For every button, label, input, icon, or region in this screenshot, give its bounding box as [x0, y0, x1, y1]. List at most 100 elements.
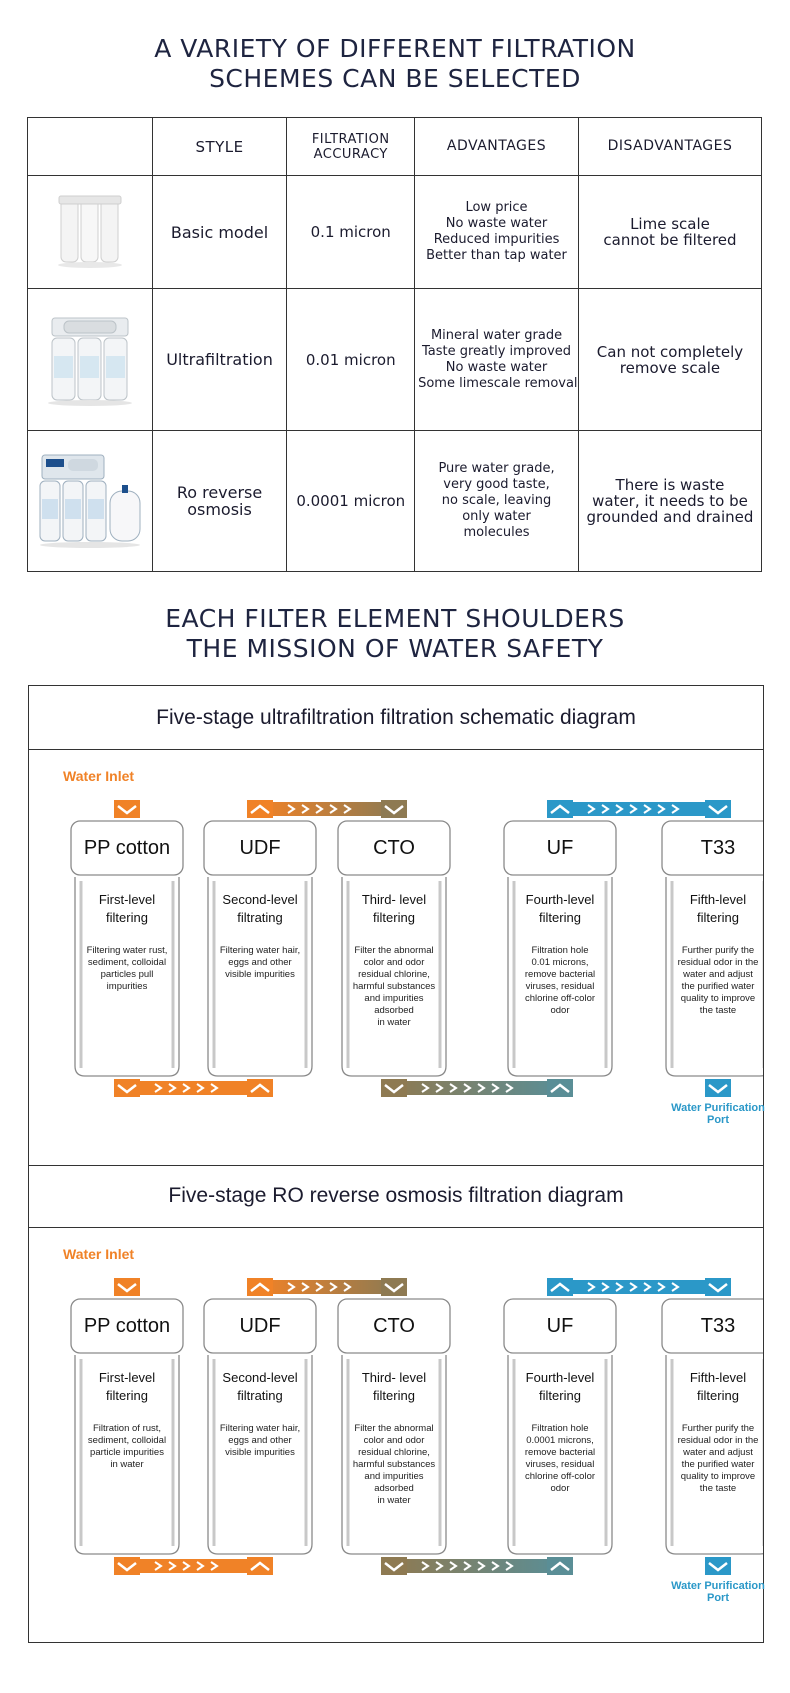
filter-level-line: filtering	[373, 1388, 415, 1403]
product-image-basic	[27, 175, 153, 290]
filter-description-line: residual chlorine,	[358, 969, 430, 980]
adv-line: Some limescale removal	[418, 375, 578, 391]
style-cell: Basic model	[151, 175, 288, 290]
filter-description-line: visible impurities	[225, 1447, 295, 1458]
adv-line: Taste greatly improved	[421, 343, 572, 359]
filter-description-line: 0.0001 microns,	[526, 1435, 594, 1446]
filter-description-line: and impurities	[364, 993, 424, 1004]
filter-description-line: Further purify the	[681, 945, 755, 956]
filter-level-line: filtering	[106, 910, 148, 925]
filter-description-line: Filtration of rust,	[92, 1423, 162, 1434]
filter-description-line: harmful substances	[352, 1459, 436, 1470]
table-header-row: STYLE FILTRATION ACCURACY ADVANTAGES DIS…	[27, 116, 763, 177]
dis-line: Lime scale	[630, 215, 710, 234]
filter-description-line: remove bacterial	[524, 1447, 596, 1458]
header-style: STYLE	[151, 116, 288, 177]
water-inlet-label: Water Inlet	[63, 1246, 135, 1262]
adv-line: Pure water grade,	[438, 460, 555, 476]
port-label-line: Port	[707, 1592, 729, 1604]
filter-description-line: sediment, colloidal	[87, 1435, 167, 1446]
disadvantages-cell: Lime scale cannot be filtered	[577, 175, 763, 290]
table-row: Ro reverse osmosis 0.0001 micron Pure wa…	[27, 429, 763, 573]
filter-description-line: visible impurities	[225, 969, 295, 980]
filter-name: CTO	[373, 837, 415, 859]
filter-level-line: filtering	[697, 910, 739, 925]
filter-level-line: Fifth-level	[689, 892, 747, 907]
filter-description-line: color and odor	[363, 1435, 425, 1446]
filter-description-line: viruses, residual	[525, 1459, 595, 1470]
adv-line: only water	[462, 508, 531, 524]
filter-level: Fifth-level filtering	[662, 891, 774, 927]
title-line: EACH FILTER ELEMENT SHOULDERS	[165, 604, 625, 633]
filter-description-line: adsorbed	[374, 1483, 414, 1494]
style-cell: Ro reverse osmosis	[151, 429, 288, 573]
filter-name: T33	[700, 837, 736, 859]
filter-description-line: eggs and other	[228, 957, 292, 968]
section-title-schemes: A VARIETY OF DIFFERENT FILTRATION SCHEME…	[0, 34, 790, 94]
header-image-cell	[27, 116, 153, 177]
header-accuracy: FILTRATION ACCURACY	[286, 116, 416, 177]
disadvantages-cell: There is waste water, it needs to be gro…	[577, 429, 763, 573]
table-row: Basic model 0.1 micron Low price No wast…	[27, 175, 763, 290]
filter-description-line: residual chlorine,	[358, 1447, 430, 1458]
adv-line: Reduced impurities	[433, 232, 560, 248]
filter-description: Filtering water rust,sediment, colloidal…	[75, 945, 179, 993]
filter-description-line: chlorine off-color	[524, 993, 596, 1004]
accuracy-cell: 0.01 micron	[286, 288, 416, 431]
filter-level: Second-level filtrating	[204, 891, 316, 927]
filter-level: Fourth-level filtering	[504, 891, 616, 927]
advantages-cell: Mineral water grade Taste greatly improv…	[414, 288, 579, 431]
advantages-cell: Pure water grade, very good taste, no sc…	[414, 429, 579, 573]
filter-description-line: Filter the abnormal	[354, 945, 434, 956]
filter-level-line: filtering	[106, 1388, 148, 1403]
adv-line: Better than tap water	[426, 248, 567, 264]
filter-description-line: quality to improve	[680, 993, 756, 1004]
section-title-mission: EACH FILTER ELEMENT SHOULDERS THE MISSIO…	[0, 604, 790, 664]
adv-line: Mineral water grade	[430, 327, 563, 343]
flow-diagram-graphic	[70, 1278, 763, 1575]
product-image-ro	[27, 429, 153, 573]
ro-filter-icon	[39, 454, 141, 548]
filter-description-line: quality to improve	[680, 1471, 756, 1482]
product-image-ultrafiltration	[27, 288, 153, 431]
filter-description-line: impurities	[106, 981, 148, 992]
ultrafiltration-filter-icon	[47, 317, 132, 406]
table-row: Ultrafiltration 0.01 micron Mineral wate…	[27, 288, 763, 431]
filter-description-line: Further purify the	[681, 1423, 755, 1434]
filter-name: UDF	[239, 837, 281, 859]
filter-level-line: filtering	[539, 910, 581, 925]
filter-description-line: the taste	[699, 1483, 737, 1494]
port-label-line: Port	[707, 1114, 729, 1126]
filter-description-line: sediment, colloidal	[87, 957, 167, 968]
dis-line: There is waste	[615, 475, 725, 494]
filter-level-line: Fourth-level	[525, 892, 595, 907]
filter-name: UF	[546, 1315, 574, 1337]
filter-description-line: remove bacterial	[524, 969, 596, 980]
filter-description-line: Filter the abnormal	[354, 1423, 434, 1434]
filter-level-line: filtrating	[237, 910, 283, 925]
filter-description-line: residual odor in the	[677, 957, 759, 968]
ro-diagram: Five-stage RO reverse osmosis filtration…	[28, 1164, 765, 1643]
filter-level-line: Second-level	[222, 892, 298, 907]
adv-line: molecules	[463, 524, 530, 540]
filter-description-line: viruses, residual	[525, 981, 595, 992]
filter-description-line: Filtration hole	[531, 945, 589, 956]
filter-level-line: Third- level	[361, 892, 427, 907]
header-accuracy-line: ACCURACY	[313, 146, 388, 162]
basic-filter-icon	[57, 195, 122, 269]
filter-level-line: filtering	[697, 1388, 739, 1403]
